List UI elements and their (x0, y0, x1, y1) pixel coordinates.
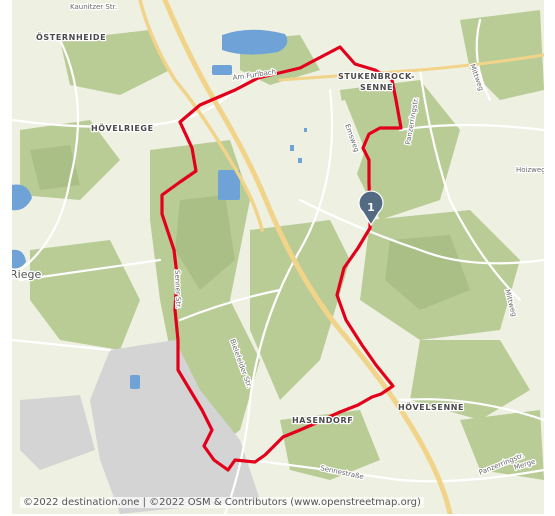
road (248, 458, 544, 483)
forest-area-dark (385, 235, 470, 310)
road (398, 398, 544, 422)
forest-area-dark (30, 145, 80, 190)
forest-dark-areas (30, 145, 470, 310)
urban-area (20, 395, 95, 470)
lake (212, 65, 232, 75)
route-line (160, 45, 403, 472)
road (418, 68, 522, 302)
road (298, 198, 544, 265)
marker-label: 1 (367, 201, 375, 214)
pond (290, 145, 294, 151)
street-label: Hoizweg (516, 166, 544, 174)
road (12, 78, 247, 128)
pond (130, 375, 140, 389)
map-viewport[interactable]: ÖSTERNHEIDE HÖVELRIEGE STUKENBROCK- SENN… (12, 0, 544, 514)
place-label-osternheide: ÖSTERNHEIDE (36, 32, 106, 42)
road (12, 338, 112, 352)
pond (298, 158, 302, 163)
forest-area-dark (175, 195, 235, 290)
road (475, 18, 492, 102)
place-label-hasendorf: HASENDORF (292, 416, 353, 425)
highway (138, 0, 264, 232)
place-label-hovelsenne: HÖVELSENNE (398, 402, 464, 412)
place-label-stukenbrock: STUKENBROCK- (338, 72, 415, 81)
forest-area (250, 220, 350, 400)
water-bodies (12, 29, 307, 389)
map-attribution[interactable]: ©2022 destination.one | ©2022 OSM & Cont… (20, 497, 424, 508)
road (18, 258, 162, 282)
street-label: Senner Str. (173, 270, 182, 309)
motorway (162, 0, 453, 514)
lake (12, 184, 32, 211)
lake (218, 170, 240, 200)
route-start-marker[interactable]: 1 (358, 190, 384, 227)
place-label-hovelriege: HÖVELRIEGE (91, 123, 154, 133)
highway (278, 53, 544, 82)
road (178, 288, 282, 322)
forest-area (60, 30, 170, 95)
road (18, 38, 80, 272)
major-roads (138, 0, 544, 514)
map-pin-icon[interactable] (358, 190, 384, 227)
lake (12, 249, 26, 269)
forest-area (460, 410, 544, 480)
road (223, 88, 334, 514)
road (398, 123, 544, 132)
place-label-senne: SENNE (360, 83, 393, 92)
place-label-riege: Riege (12, 268, 41, 281)
map-canvas[interactable]: ÖSTERNHEIDE HÖVELRIEGE STUKENBROCK- SENN… (12, 0, 544, 514)
lake (222, 29, 288, 55)
minor-roads (12, 18, 544, 514)
open-field (285, 100, 365, 195)
street-label: Kaunitzer Str. (70, 3, 117, 11)
pond (304, 128, 307, 132)
